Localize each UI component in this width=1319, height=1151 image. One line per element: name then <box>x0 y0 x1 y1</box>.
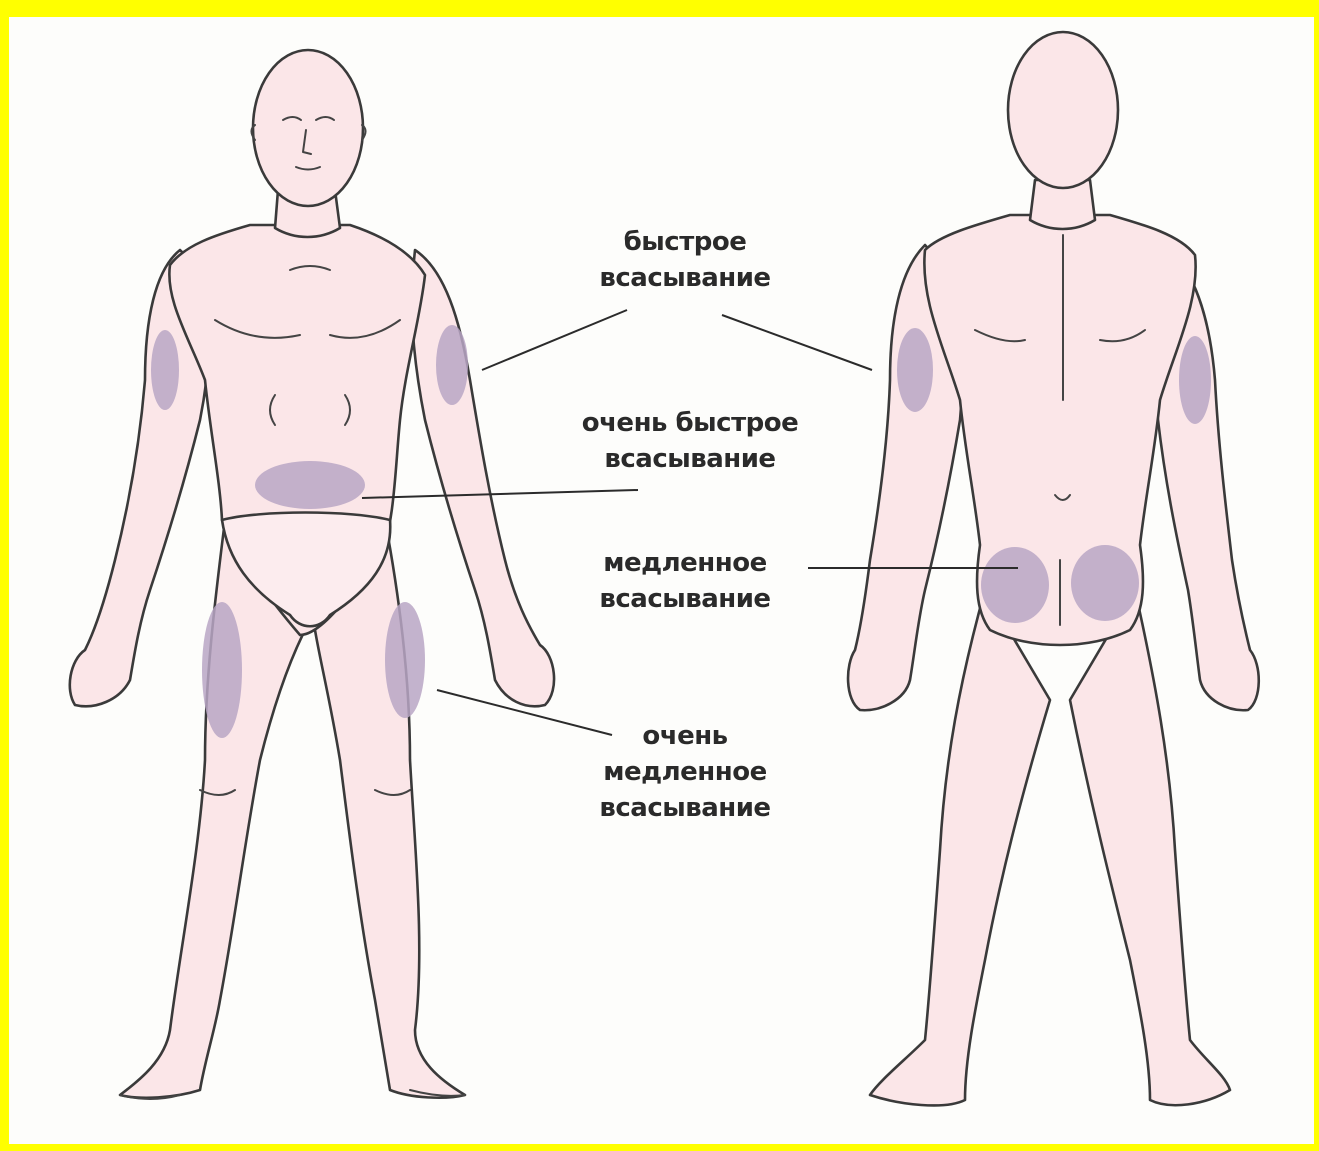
label-fast-absorption: быстрое всасывание <box>560 224 810 296</box>
front-right-upper-arm-zone <box>436 325 468 405</box>
front-left-thigh-zone <box>202 602 242 738</box>
front-body-figure <box>70 50 554 1099</box>
leader-fast-front <box>482 310 627 370</box>
leader-very-fast <box>362 490 638 498</box>
back-right-buttock-zone <box>1071 545 1139 621</box>
back-left-buttock-zone <box>981 547 1049 623</box>
front-left-upper-arm-zone <box>151 330 179 410</box>
label-very-fast-absorption: очень быстрое всасывание <box>540 405 840 477</box>
front-right-thigh-zone <box>385 602 425 718</box>
front-abdomen-zone <box>255 461 365 509</box>
back-left-upper-arm-zone <box>897 328 933 412</box>
label-slow-absorption: медленное всасывание <box>560 545 810 617</box>
leader-fast-back <box>722 315 872 370</box>
label-very-slow-absorption: очень медленное всасывание <box>560 718 810 826</box>
back-right-upper-arm-zone <box>1179 336 1211 424</box>
